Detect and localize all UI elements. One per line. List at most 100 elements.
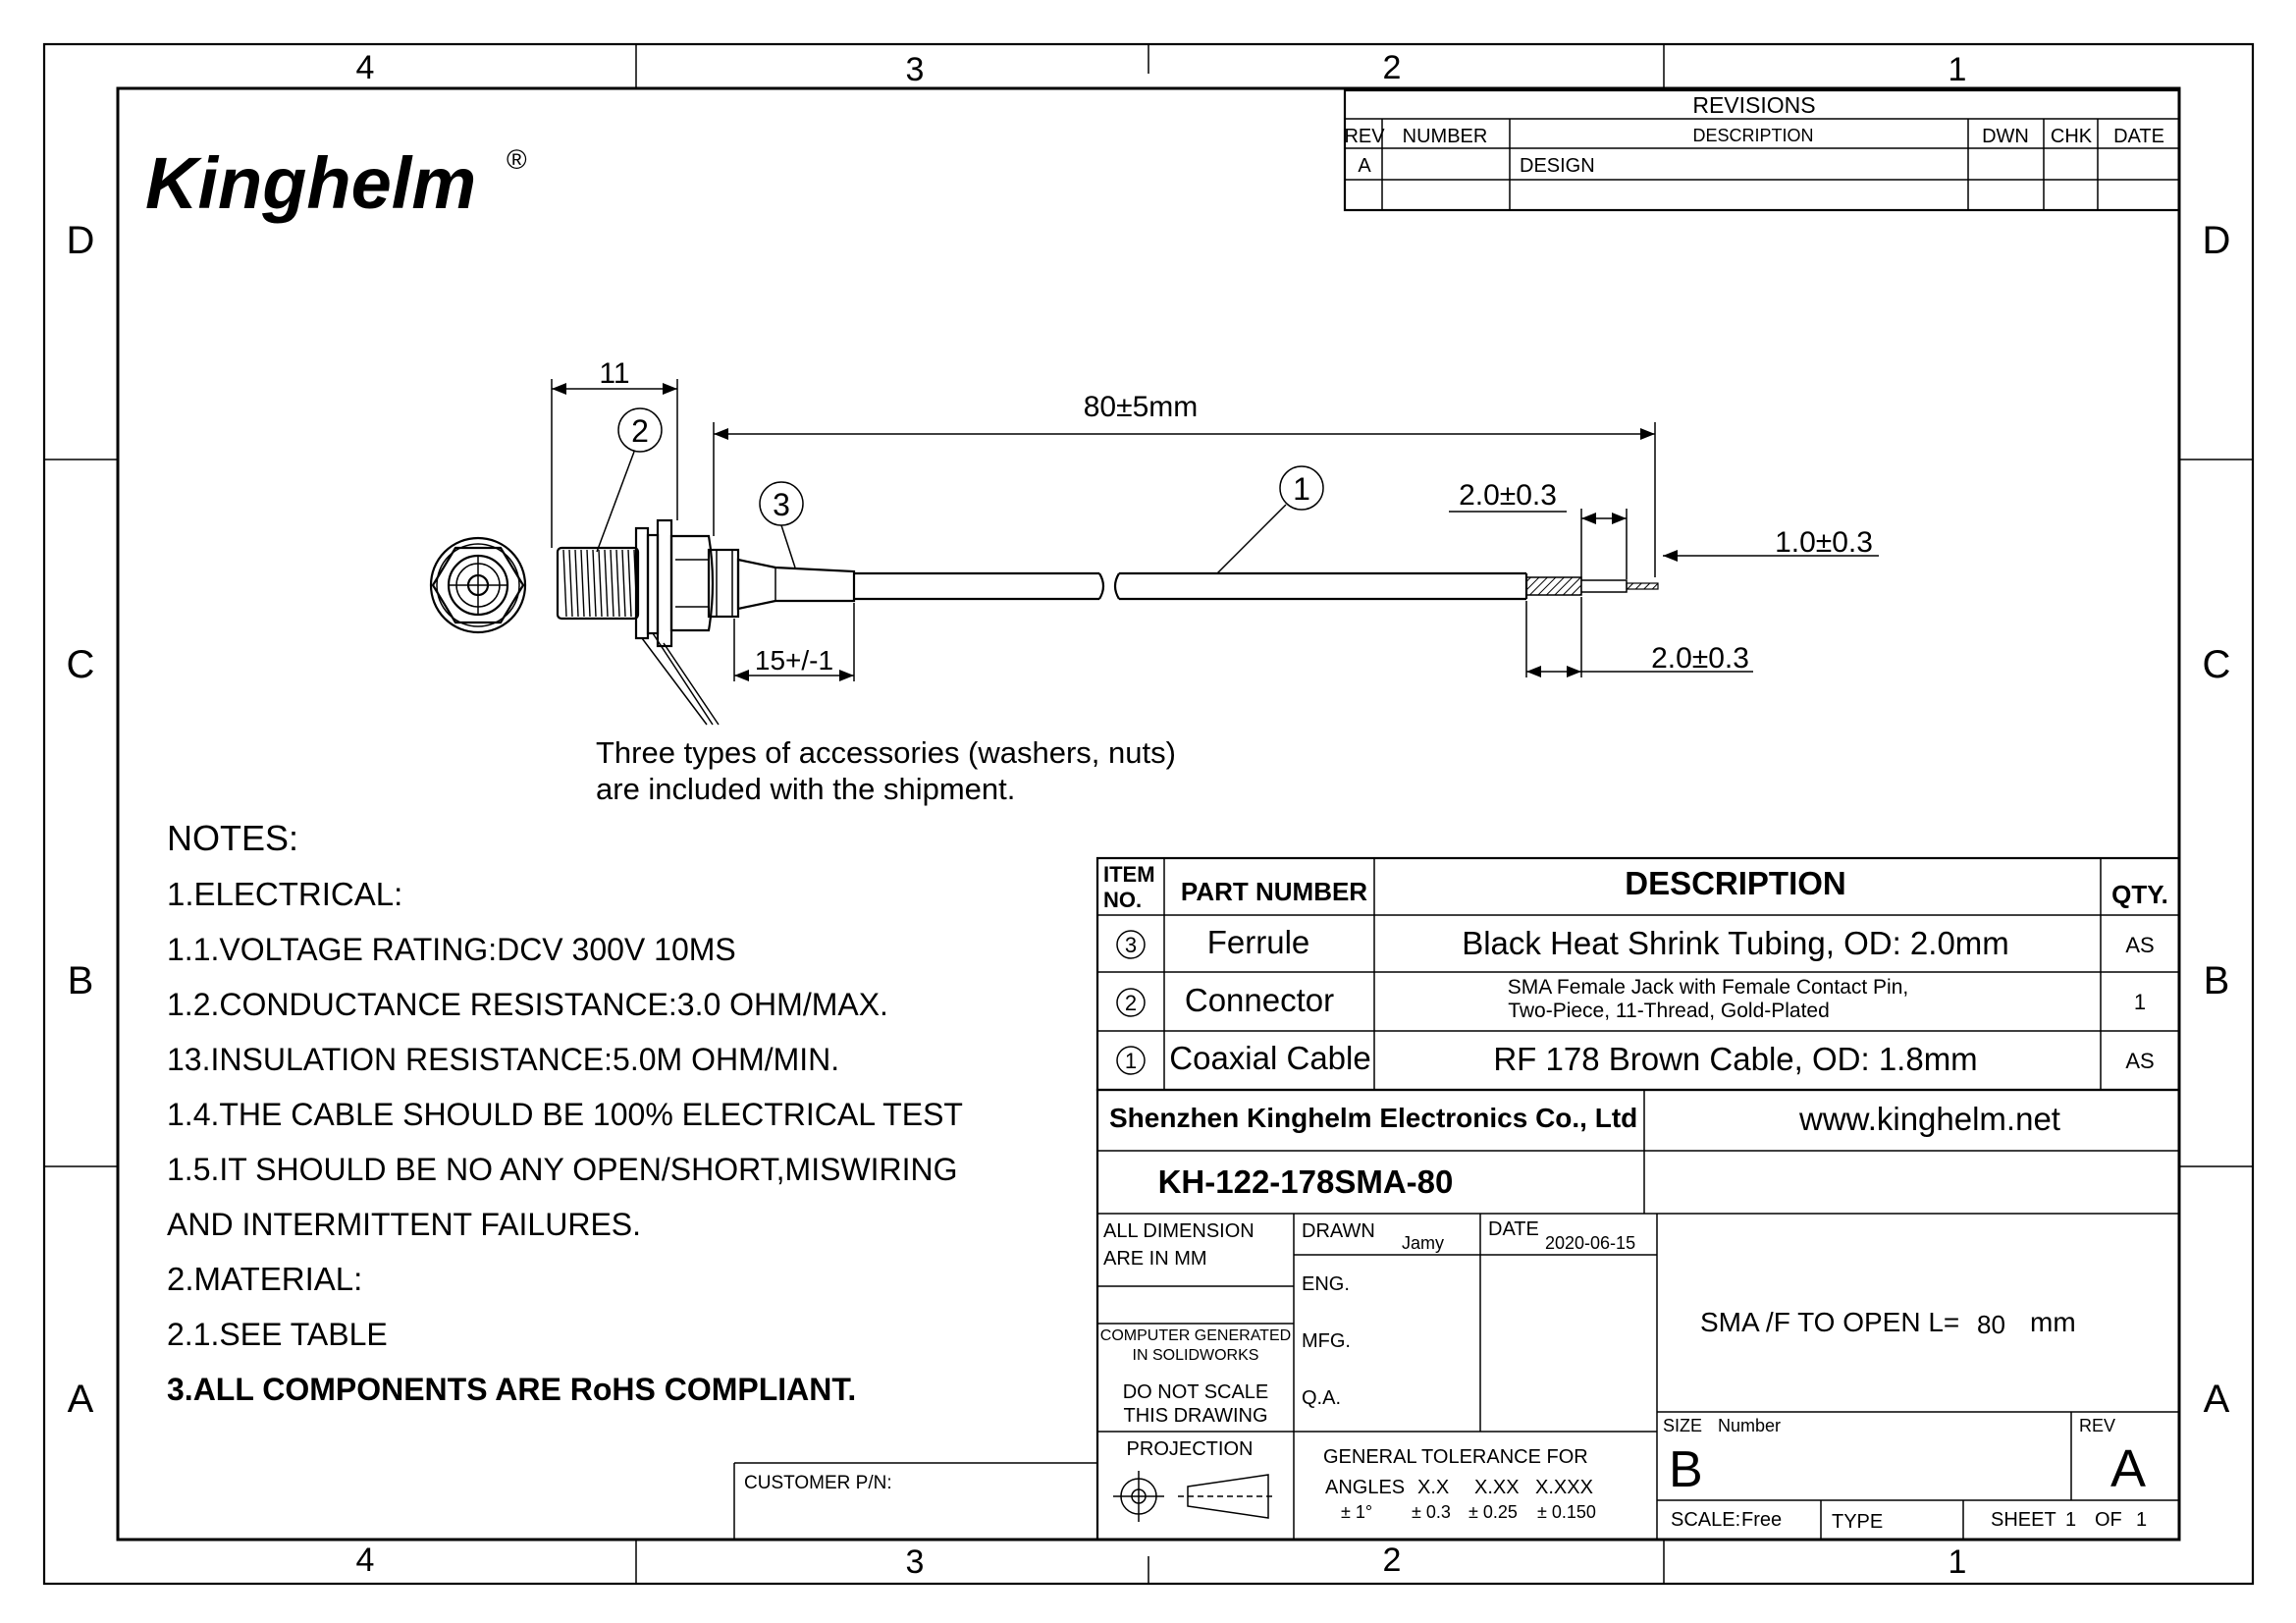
tolerance-xx-label: X.X — [1417, 1477, 1449, 1498]
thread-line — [615, 549, 620, 618]
rev-header-rev: REV — [1344, 126, 1385, 147]
bom-description-line1: SMA Female Jack with Female Contact Pin, — [1508, 976, 1909, 999]
company-name: Shenzhen Kinghelm Electronics Co., Ltd — [1109, 1103, 1637, 1133]
drawn-value: Jamy — [1402, 1233, 1444, 1253]
tolerance-xxxx-value: ± 0.150 — [1537, 1502, 1596, 1522]
dimension-15-label: 15+/-1 — [755, 645, 833, 676]
bom-header-description: DESCRIPTION — [1625, 865, 1846, 901]
part-number: KH-122-178SMA-80 — [1158, 1163, 1454, 1200]
computer-generated-line2: IN SOLIDWORKS — [1133, 1347, 1259, 1364]
dimension-strip-right-label: 1.0±0.3 — [1775, 526, 1873, 559]
bom-item-balloon — [1116, 930, 1146, 959]
type-label: TYPE — [1832, 1511, 1883, 1533]
logo-registered-mark: ® — [507, 144, 527, 175]
dimension-strip-top-label: 2.0±0.3 — [1459, 479, 1557, 512]
customer-pn-box: CUSTOMER P/N: — [733, 1462, 1097, 1540]
title-block: Shenzhen Kinghelm Electronics Co., Ltd w… — [1095, 1088, 2181, 1542]
do-not-scale-line2: THIS DRAWING — [1123, 1405, 1267, 1427]
bom-qty: 1 — [2134, 990, 2146, 1014]
tolerance-xxxx-label: X.XXX — [1535, 1477, 1593, 1498]
drawing-title: SMA /F TO OPEN L= 80 mm — [1700, 1307, 2076, 1339]
bom-part: Coaxial Cable — [1169, 1040, 1370, 1076]
drawn-label: DRAWN — [1302, 1220, 1375, 1242]
rev-header-dwn: DWN — [1982, 126, 2029, 147]
zone-bottom-1: 1 — [1949, 1543, 1967, 1581]
thread-line — [586, 549, 591, 618]
zone-bottom-3: 3 — [906, 1543, 925, 1581]
qa-label: Q.A. — [1302, 1387, 1341, 1409]
bom-description-line2: Two-Piece, 11-Thread, Gold-Plated — [1508, 1000, 1830, 1022]
dimension-total-label: 80±5mm — [1084, 391, 1199, 423]
dimension-strip-bottom: 2.0±0.3 — [1525, 597, 1753, 677]
notes-section: NOTES: 1.ELECTRICAL: 1.1.VOLTAGE RATING:… — [167, 818, 963, 1407]
thread-line — [592, 549, 597, 618]
note-line: 1.4.THE CABLE SHOULD BE 100% ELECTRICAL … — [167, 1097, 963, 1132]
rev-header-chk: CHK — [2051, 126, 2093, 147]
note-line: 2.1.SEE TABLE — [167, 1317, 388, 1352]
dimension-11-label: 11 — [599, 357, 629, 390]
bom-description: Black Heat Shrink Tubing, OD: 2.0mm — [1462, 925, 2009, 961]
bom-header-qty: QTY. — [2111, 880, 2168, 909]
zone-right-B: B — [2204, 959, 2230, 1002]
drawing-title-main: SMA /F TO OPEN L= — [1700, 1307, 1959, 1337]
zone-top-1: 1 — [1949, 51, 1967, 88]
scale-label: SCALE: — [1671, 1509, 1740, 1531]
zone-top-2: 2 — [1383, 49, 1402, 86]
bom-part: Connector — [1185, 982, 1334, 1018]
zone-left-D: D — [67, 219, 95, 262]
kinghelm-logo: Kinghelm ® — [145, 142, 527, 224]
bom-item-number: 1 — [1125, 1049, 1137, 1073]
thread-line — [627, 549, 632, 618]
note-line: 1.ELECTRICAL: — [167, 876, 402, 912]
balloon-1-text: 1 — [1293, 471, 1310, 507]
accessory-note-line2: are included with the shipment. — [596, 772, 1015, 806]
sheet-label: SHEET — [1991, 1509, 2056, 1531]
bom-item-balloon — [1116, 988, 1146, 1017]
bom-part: Ferrule — [1207, 924, 1310, 960]
zone-right-D: D — [2203, 219, 2231, 262]
tolerance-angles-label: ANGLES — [1325, 1477, 1405, 1498]
zone-bottom-4: 4 — [356, 1542, 375, 1579]
projection-symbol — [1113, 1471, 1276, 1522]
eng-label: ENG. — [1302, 1273, 1350, 1295]
tolerance-xx-value: ± 0.3 — [1412, 1502, 1451, 1522]
notes-title: NOTES: — [167, 818, 298, 858]
accessory-leaders — [641, 632, 720, 726]
revisions-title: REVISIONS — [1692, 92, 1815, 118]
mfg-label: MFG. — [1302, 1330, 1351, 1352]
thread-line — [562, 549, 567, 618]
zone-left-A: A — [68, 1378, 94, 1421]
rev-header-date: DATE — [2113, 126, 2164, 147]
dimension-strip-bottom-label: 2.0±0.3 — [1651, 642, 1749, 675]
accessory-note-line1: Three types of accessories (washers, nut… — [596, 735, 1176, 770]
bom-qty: AS — [2125, 1049, 2154, 1073]
bom-header-item: ITEM — [1103, 862, 1155, 887]
zone-right-C: C — [2203, 643, 2231, 686]
thread-line — [568, 549, 573, 618]
sheet-value: 1 — [2065, 1509, 2076, 1531]
note-line: 13.INSULATION RESISTANCE:5.0M OHM/MIN. — [167, 1042, 839, 1077]
thread-line — [598, 549, 603, 618]
balloon-item-3: 3 — [759, 481, 804, 568]
dimension-ferrule-length: 15+/-1 — [733, 603, 855, 681]
zone-right-A: A — [2204, 1378, 2230, 1421]
revisions-table: REVISIONS REV NUMBER DESCRIPTION DWN CHK… — [1343, 88, 2181, 212]
coaxial-cable — [854, 571, 1659, 601]
tolerance-xxx-value: ± 0.25 — [1468, 1502, 1518, 1522]
thread-line — [610, 549, 614, 618]
bom-item-balloon — [1116, 1046, 1146, 1075]
note-line: 2.MATERIAL: — [167, 1261, 362, 1297]
cable-assembly-drawing: 11 80±5mm 15+/-1 2.0±0.3 1.0±0.3 — [429, 357, 1879, 806]
drawing-title-length: 80 — [1977, 1310, 2005, 1339]
rev-label: REV — [2079, 1416, 2115, 1435]
logo-text: Kinghelm — [145, 142, 476, 224]
computer-generated-line1: COMPUTER GENERATED — [1100, 1327, 1291, 1344]
bom-header-part: PART NUMBER — [1181, 877, 1367, 906]
rev-value: A — [2110, 1439, 2146, 1498]
size-label: SIZE — [1663, 1416, 1702, 1435]
zone-bottom-2: 2 — [1383, 1542, 1402, 1579]
bom-qty: AS — [2125, 933, 2154, 957]
date-value: 2020-06-15 — [1545, 1233, 1635, 1253]
zone-labels: 4 3 2 1 4 3 2 1 D C B A D C B A — [67, 49, 2231, 1581]
